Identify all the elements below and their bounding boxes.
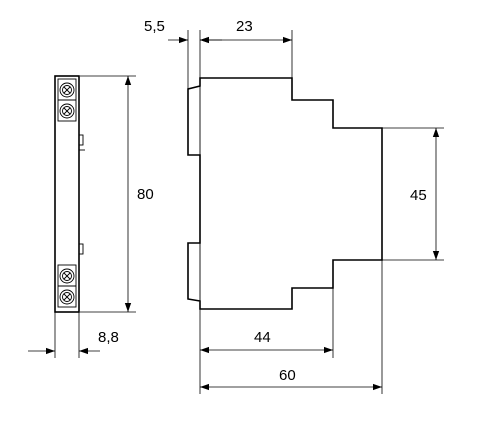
dimension-label-mid-depth: 44 <box>254 329 271 346</box>
dimension-label-height: 80 <box>137 186 154 203</box>
screw-icon <box>59 103 75 119</box>
dimension-front-depth: 8,8 <box>28 312 119 358</box>
side-profile <box>187 77 383 310</box>
dimension-body-height: 45 <box>382 127 444 261</box>
screw-icon <box>59 289 75 305</box>
front-body <box>54 75 80 313</box>
front-tab-bottom <box>78 243 84 255</box>
dimension-top-width: 23 <box>200 18 293 78</box>
dimension-label-front-width: 5,5 <box>144 18 165 35</box>
dimension-total-depth: 60 <box>200 260 383 394</box>
screw-icon <box>59 268 75 284</box>
dimension-label-top-width: 23 <box>236 18 253 35</box>
screw-icon <box>59 82 75 98</box>
front-view <box>54 75 85 313</box>
dimension-label-front-depth: 8,8 <box>98 329 119 346</box>
dimension-label-body-height: 45 <box>410 187 427 204</box>
dimension-mid-depth: 44 <box>199 288 334 394</box>
dimension-height: 80 <box>80 75 154 313</box>
dimension-label-total-depth: 60 <box>279 367 296 384</box>
side-view <box>187 77 383 310</box>
front-tab-top <box>78 134 84 146</box>
